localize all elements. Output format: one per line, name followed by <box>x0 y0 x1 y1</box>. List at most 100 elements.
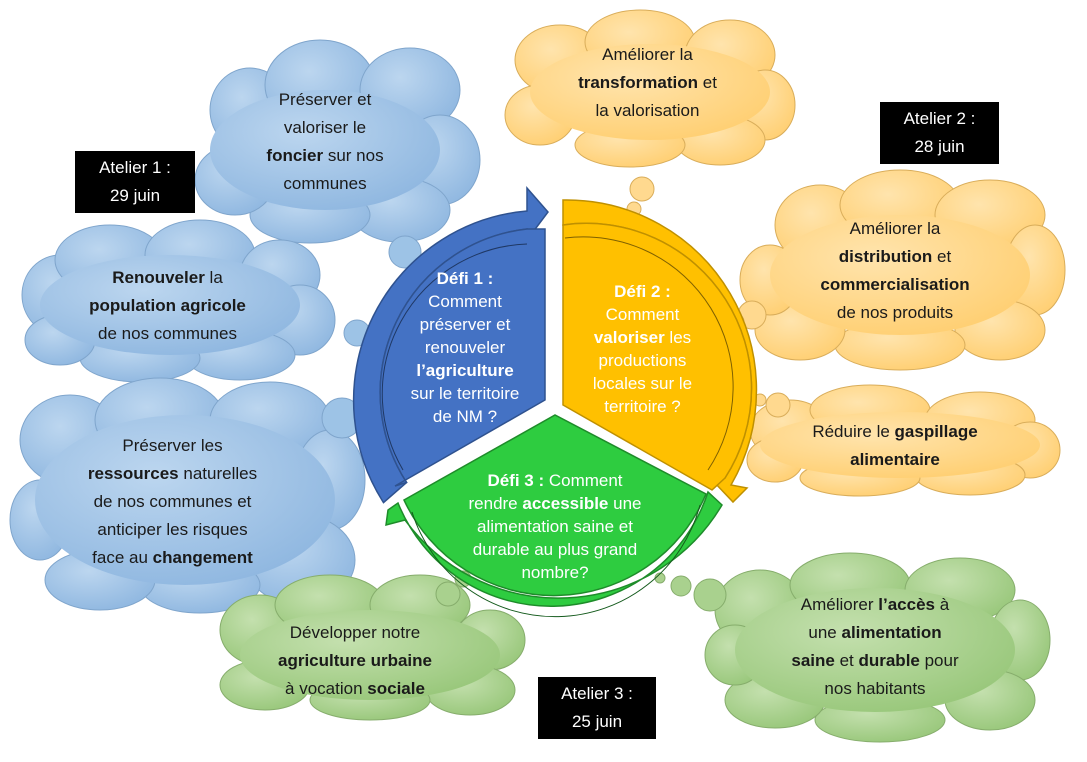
text-run: une <box>808 623 842 642</box>
defi-1-text-line-7: de NM ? <box>395 405 535 428</box>
text-run: alimentation saine et <box>477 517 633 536</box>
bold-run: agriculture urbaine <box>278 651 432 670</box>
cloud-ressources-text: Préserver les ressources naturelles de nos… <box>55 432 290 572</box>
bold-run: commercialisation <box>820 275 970 294</box>
cloud-ressources-text-line-5: face au changement <box>55 544 290 572</box>
text-run: préserver et <box>419 315 511 334</box>
bold-run: alimentation <box>841 623 942 642</box>
cloud-transformation-text-line-1: Améliorer la <box>555 41 740 69</box>
defi-1-text: Défi 1 :Comment préserver et renouveler l’a… <box>395 267 535 428</box>
bold-run: Renouveler <box>112 268 205 287</box>
text-run: Préserver les <box>122 436 223 455</box>
defi-2-text-line-3: valoriser les <box>575 326 710 349</box>
text-run: nos habitants <box>824 679 926 698</box>
badge-atelier-1: Atelier 1 : 29 juin <box>75 151 195 213</box>
text-run: pour <box>919 651 959 670</box>
defi-1-text-line-5: l’agriculture <box>395 359 535 382</box>
defi-2-text: Défi 2 : Comment valoriser les productions l… <box>575 280 710 418</box>
cloud-acces-text-line-3: saine et durable pour <box>755 647 995 675</box>
cloud-foncier <box>194 39 481 244</box>
cloud-foncier-text-line-3: foncier sur nos <box>245 142 405 170</box>
cloud-transformation-text-line-2: transformation et <box>555 69 740 97</box>
cloud-ressources <box>9 377 366 614</box>
badge-atelier-2-line1: Atelier 2 : <box>903 109 976 128</box>
cycle-segment-yellow <box>562 199 758 504</box>
text-run: face au <box>92 548 153 567</box>
defi-2-text-line-2: Comment <box>575 303 710 326</box>
cycle-segment-blue <box>352 186 549 504</box>
bold-run: sociale <box>367 679 425 698</box>
text-run: et <box>834 651 859 670</box>
text-run: de nos communes et <box>93 492 252 511</box>
defi-2-text-line-6: territoire ? <box>575 395 710 418</box>
cloud-gaspillage-text-line-1: Réduire le gaspillage <box>780 418 1010 446</box>
defi-3-text-line-4: durable au plus grand <box>445 538 665 561</box>
bold-run: durable <box>858 651 920 670</box>
text-run: territoire ? <box>604 397 681 416</box>
text-run: de NM ? <box>432 407 498 426</box>
cloud-foncier-text-line-4: communes <box>245 170 405 198</box>
bold-run: transformation <box>578 73 699 92</box>
bold-run: l’accès <box>878 595 935 614</box>
bold-run: gaspillage <box>894 422 978 441</box>
defi-1-text-line-6: sur le territoire <box>395 382 535 405</box>
text-run: de nos produits <box>836 303 954 322</box>
text-run: à vocation <box>285 679 368 698</box>
text-run: naturelles <box>178 464 258 483</box>
cloud-population-text-line-3: de nos communes <box>65 320 270 348</box>
bold-run: Défi 3 : <box>487 471 545 490</box>
bold-run: Défi 2 : <box>614 282 671 301</box>
text-run: et <box>698 73 717 92</box>
text-run: rendre <box>468 494 523 513</box>
defi-1-text-line-4: renouveler <box>395 336 535 359</box>
cloud-acces-text-line-4: nos habitants <box>755 675 995 703</box>
badge-atelier-3-line2: 25 juin <box>571 712 623 731</box>
defi-3-text: Défi 3 : Comment rendre accessible une ali… <box>445 469 665 584</box>
bold-run: ressources <box>87 464 179 483</box>
badge-atelier-2: Atelier 2 : 28 juin <box>880 102 999 164</box>
cloud-ressources-text-line-1: Préserver les <box>55 432 290 460</box>
cloud-gaspillage-text-line-2: alimentaire <box>780 446 1010 474</box>
text-run: nombre? <box>521 563 589 582</box>
bold-run: saine <box>791 651 835 670</box>
cloud-distribution-text-line-1: Améliorer la <box>800 215 990 243</box>
text-run: productions <box>598 351 687 370</box>
cloud-ressources-text-line-2: ressources naturelles <box>55 460 290 488</box>
defi-2-text-line-5: locales sur le <box>575 372 710 395</box>
cloud-distribution-text-line-2: distribution et <box>800 243 990 271</box>
cloud-population <box>21 219 336 383</box>
text-run: Préserver et <box>278 90 372 109</box>
text-run: communes <box>283 174 367 193</box>
text-run: valoriser le <box>283 118 367 137</box>
defi-1-text-line-2: Comment <box>395 290 535 313</box>
badge-atelier-1-line2: 29 juin <box>109 186 161 205</box>
cloud-transformation-text: Améliorer la transformation et la valorisa… <box>555 41 740 125</box>
text-run: renouveler <box>424 338 506 357</box>
text-run: sur nos <box>323 146 384 165</box>
badge-atelier-2-line2: 28 juin <box>914 137 965 156</box>
text-run: Comment <box>544 471 623 490</box>
cloud-agriculture-urbaine-text-line-1: Développer notre <box>255 619 455 647</box>
defi-2-text-line-1: Défi 2 : <box>575 280 710 303</box>
text-run: à <box>935 595 950 614</box>
defi-3-text-line-3: alimentation saine et <box>445 515 665 538</box>
text-run: la valorisation <box>595 101 700 120</box>
cloud-distribution <box>739 169 1066 371</box>
defi-1-text-line-1: Défi 1 : <box>395 267 535 290</box>
cloud-foncier-text: Préserver et valoriser le foncier sur nos c… <box>245 86 405 198</box>
cloud-transformation-text-line-3: la valorisation <box>555 97 740 125</box>
text-run: Améliorer la <box>602 45 693 64</box>
text-run: Réduire le <box>812 422 895 441</box>
defi-2-text-line-4: productions <box>575 349 710 372</box>
text-run: Comment <box>605 305 680 324</box>
cloud-agriculture-urbaine <box>219 574 526 721</box>
defi-3-text-line-2: rendre accessible une <box>445 492 665 515</box>
text-run: de nos communes <box>98 324 237 343</box>
text-run: Améliorer la <box>849 219 941 238</box>
cloud-agriculture-urbaine-text-line-2: agriculture urbaine <box>255 647 455 675</box>
cloud-agriculture-urbaine-text: Développer notre agriculture urbaine à voc… <box>255 619 455 703</box>
cloud-ressources-text-line-4: anticiper les risques <box>55 516 290 544</box>
